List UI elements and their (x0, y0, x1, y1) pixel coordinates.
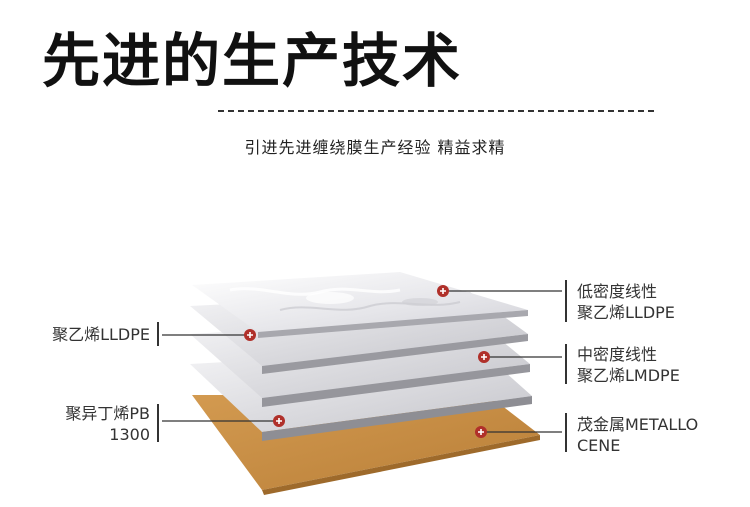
marker-ldpe (437, 285, 449, 297)
marker-lldpe (244, 329, 256, 341)
page-subtitle: 引进先进缠绕膜生产经验 精益求精 (244, 138, 506, 157)
label-lmdpe: 中密度线性 聚乙烯LMDPE (577, 345, 680, 385)
label-metallocene: 茂金属METALLO CENE (577, 415, 699, 455)
marker-pb (273, 415, 285, 427)
dashed-divider (218, 110, 654, 112)
marker-metallocene (475, 426, 487, 438)
label-ldpe: 低密度线性 聚乙烯LLDPE (577, 282, 675, 322)
label-lldpe: 聚乙烯LLDPE (52, 325, 150, 344)
page-title: 先进的生产技术 (42, 27, 463, 95)
marker-lmdpe (478, 351, 490, 363)
label-pb: 聚异丁烯PB 1300 (65, 404, 150, 444)
